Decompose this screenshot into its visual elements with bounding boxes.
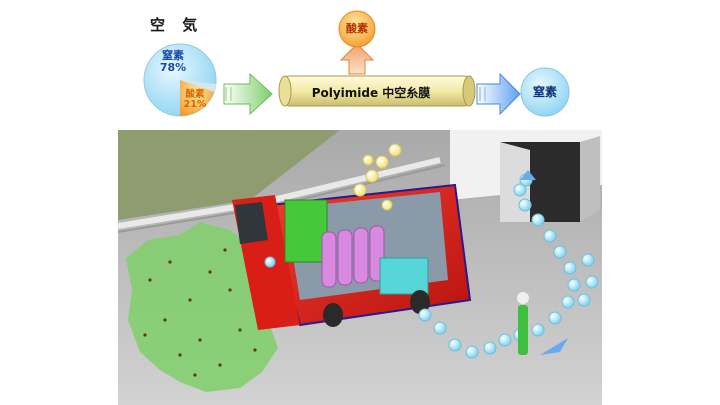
air-composition-pie — [143, 43, 217, 117]
nitrogen-output-bubble — [520, 67, 570, 117]
input-arrow — [223, 72, 273, 116]
truck-wheel — [410, 290, 430, 314]
pie-nitrogen-name: 窒素 — [162, 49, 184, 62]
oxygen-output-label: 酸素 — [346, 22, 368, 35]
nitrogen-output-label: 窒素 — [532, 85, 557, 99]
oxygen-up-arrow — [339, 43, 375, 75]
target-area — [126, 222, 280, 392]
membrane-modules — [321, 225, 385, 288]
flow-arrow-right — [540, 338, 568, 355]
flow-arrow-up — [520, 170, 536, 180]
truck-wheel — [323, 303, 343, 327]
illustration-scene — [117, 130, 602, 405]
pie-oxygen-name: 酸素 — [185, 89, 205, 100]
pie-other-slice — [180, 80, 216, 92]
worker-figure — [517, 292, 529, 355]
green-tank — [284, 199, 328, 263]
air-title: 空 気 — [150, 16, 204, 34]
membrane-label: Polyimide 中空糸膜 — [311, 86, 431, 100]
cyan-unit — [379, 257, 429, 295]
oxygen-output-bubble — [338, 10, 376, 48]
hollow-fiber-membrane — [278, 75, 476, 107]
pie-oxygen-percent: 21% — [183, 99, 207, 110]
pie-oxygen-label: 酸素 21% — [180, 90, 210, 110]
pie-nitrogen-label: 窒素 78% — [156, 50, 190, 74]
pie-oxygen-slice — [180, 80, 214, 117]
pie-nitrogen-percent: 78% — [159, 61, 187, 74]
oxygen-release-bubbles — [353, 143, 402, 211]
output-arrow — [476, 72, 521, 116]
